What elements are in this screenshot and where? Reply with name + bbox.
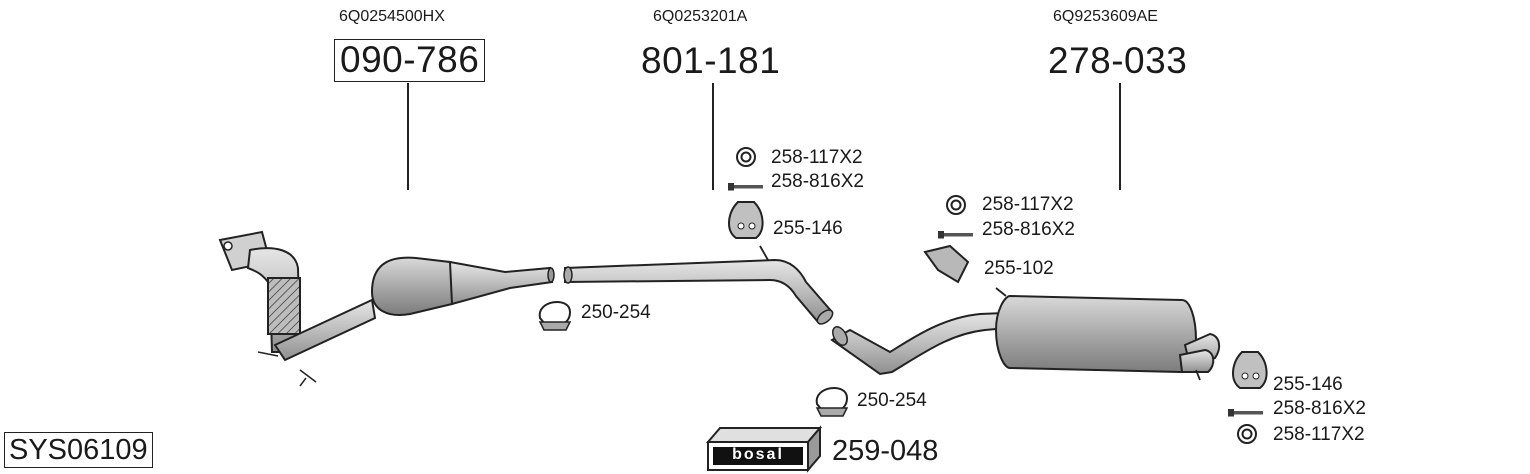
bolt-icon — [1231, 411, 1263, 415]
accessory-label: 258-117X2 — [982, 194, 1074, 215]
part-number: 801-181 — [641, 40, 781, 81]
oem-number: 6Q9253609AE — [1053, 8, 1158, 25]
catalytic-converter-section — [218, 230, 555, 387]
rubber-hanger-icon — [1232, 351, 1268, 389]
intermediate-pipe — [563, 245, 834, 325]
hanger-bracket-icon — [923, 244, 970, 284]
part-number: 090-786 — [334, 39, 486, 82]
brand-logo-text: bosal — [732, 446, 784, 463]
accessory-label: 258-117X2 — [771, 147, 863, 168]
part-number: 278-033 — [1048, 40, 1188, 81]
rear-silencer — [830, 287, 1221, 381]
leader-line — [712, 83, 714, 190]
clamp-icon — [815, 386, 849, 411]
leader-line — [407, 83, 409, 190]
gasket-icon — [736, 147, 756, 167]
bosal-logo-box — [705, 425, 823, 473]
accessory-icons — [538, 147, 1268, 444]
accessory-label: 250-254 — [581, 302, 651, 323]
accessory-label: 258-816X2 — [982, 219, 1075, 240]
gasket-icon — [1237, 424, 1257, 444]
oem-number: 6Q0254500HX — [339, 8, 445, 25]
accessory-label: 250-254 — [857, 390, 927, 411]
accessory-label: 258-816X2 — [771, 171, 864, 192]
accessory-label: 258-816X2 — [1273, 398, 1366, 419]
accessory-label: 255-102 — [984, 258, 1054, 279]
bolt-icon — [941, 233, 973, 237]
clamp-icon — [538, 300, 572, 325]
accessory-label: 258-117X2 — [1273, 424, 1365, 445]
oem-number: 6Q0253201A — [653, 8, 748, 25]
bolt-icon — [731, 185, 763, 189]
accessory-label: 255-146 — [1273, 374, 1343, 395]
accessory-label: 255-146 — [773, 218, 843, 239]
gasket-icon — [946, 195, 966, 215]
rubber-hanger-icon — [728, 201, 764, 239]
leader-line — [1119, 83, 1121, 190]
paste-part-number: 259-048 — [832, 435, 939, 467]
system-id: SYS06109 — [4, 432, 153, 468]
